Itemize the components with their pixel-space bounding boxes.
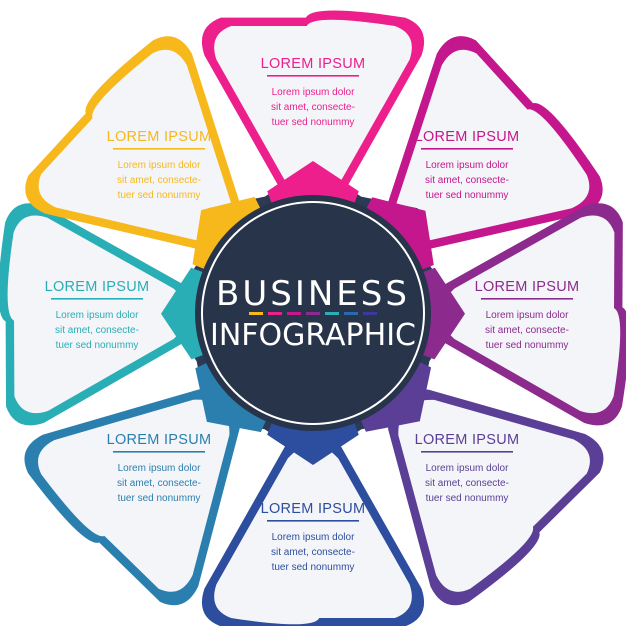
info-title: LOREM IPSUM <box>107 129 212 145</box>
info-block-1: LOREM IPSUM Lorem ipsum dolor sit amet, co… <box>261 56 366 128</box>
center-title-line2: INFOGRAPHIC <box>210 318 416 353</box>
info-title: LOREM IPSUM <box>475 279 580 295</box>
info-body-line: sit amet, consecte- <box>271 547 355 558</box>
petal-2-panel <box>396 49 590 241</box>
title-dash-3 <box>287 312 301 315</box>
title-dash-row <box>249 312 377 315</box>
info-title-underline <box>267 75 359 77</box>
petal-3 <box>427 203 626 426</box>
info-body-line: tuer sed nonummy <box>426 190 509 201</box>
info-body-line: tuer sed nonummy <box>272 562 355 573</box>
petal-5-panel <box>214 444 412 625</box>
info-title-underline <box>113 148 205 150</box>
info-title-underline <box>267 520 359 522</box>
petal-1 <box>201 10 425 213</box>
info-body-line: sit amet, consecte- <box>485 325 569 336</box>
info-block-8: LOREM IPSUM Lorem ipsum dolor sit amet, co… <box>107 129 212 201</box>
info-body-line: Lorem ipsum dolor <box>118 160 201 171</box>
info-title-underline <box>481 298 573 300</box>
info-body-line: Lorem ipsum dolor <box>426 160 509 171</box>
petal-layer <box>0 10 626 626</box>
title-dash-2 <box>268 312 282 315</box>
info-block-5: LOREM IPSUM Lorem ipsum dolor sit amet, co… <box>261 501 366 573</box>
info-body-line: Lorem ipsum dolor <box>426 463 509 474</box>
info-body-line: Lorem ipsum dolor <box>56 310 139 321</box>
label-layer: LOREM IPSUM Lorem ipsum dolor sit amet, co… <box>45 56 580 573</box>
info-body-line: tuer sed nonummy <box>118 190 201 201</box>
petal-4 <box>388 389 604 606</box>
petal-5 <box>201 431 425 626</box>
info-body-line: sit amet, consecte- <box>55 325 139 336</box>
info-body-line: tuer sed nonummy <box>56 340 139 351</box>
petal-7 <box>0 203 201 426</box>
title-dash-6 <box>344 312 358 315</box>
title-dash-7 <box>363 312 377 315</box>
info-body-line: Lorem ipsum dolor <box>118 463 201 474</box>
petal-8 <box>25 36 242 251</box>
petal-4-panel <box>398 399 590 592</box>
info-block-2: LOREM IPSUM Lorem ipsum dolor sit amet, co… <box>415 129 520 201</box>
info-block-7: LOREM IPSUM Lorem ipsum dolor sit amet, co… <box>45 279 150 351</box>
center-badge: BUSINESS INFOGRAPHIC <box>161 161 465 465</box>
info-title: LOREM IPSUM <box>261 56 366 72</box>
info-title-underline <box>51 298 143 300</box>
info-title-underline <box>421 148 513 150</box>
info-body-line: tuer sed nonummy <box>426 493 509 504</box>
info-block-3: LOREM IPSUM Lorem ipsum dolor sit amet, co… <box>475 279 580 351</box>
petal-7-panel <box>7 215 188 414</box>
title-dash-4 <box>306 312 320 315</box>
info-block-4: LOREM IPSUM Lorem ipsum dolor sit amet, co… <box>415 432 520 504</box>
info-body-line: Lorem ipsum dolor <box>272 87 355 98</box>
info-title: LOREM IPSUM <box>415 129 520 145</box>
info-body-line: tuer sed nonummy <box>272 117 355 128</box>
info-body-line: sit amet, consecte- <box>425 478 509 489</box>
info-title: LOREM IPSUM <box>415 432 520 448</box>
info-body-line: sit amet, consecte- <box>117 175 201 186</box>
info-title: LOREM IPSUM <box>261 501 366 517</box>
info-body-line: Lorem ipsum dolor <box>272 532 355 543</box>
petal-6 <box>24 389 240 606</box>
info-body-line: tuer sed nonummy <box>118 493 201 504</box>
info-title: LOREM IPSUM <box>107 432 212 448</box>
info-body-line: sit amet, consecte- <box>425 175 509 186</box>
info-body-line: sit amet, consecte- <box>271 102 355 113</box>
petal-2 <box>385 36 603 251</box>
info-title: LOREM IPSUM <box>45 279 150 295</box>
info-body-line: tuer sed nonummy <box>486 340 569 351</box>
title-dash-5 <box>325 312 339 315</box>
petal-6-panel <box>38 399 230 592</box>
info-title-underline <box>421 451 513 453</box>
center-title-line1: BUSINESS <box>216 274 410 314</box>
info-block-6: LOREM IPSUM Lorem ipsum dolor sit amet, co… <box>107 432 212 504</box>
petal-1-panel <box>214 19 412 200</box>
info-body-line: sit amet, consecte- <box>117 478 201 489</box>
petal-8-panel <box>38 49 232 241</box>
title-dash-1 <box>249 312 263 315</box>
info-body-line: Lorem ipsum dolor <box>486 310 569 321</box>
center-ring <box>201 201 425 425</box>
petal-3-panel <box>440 215 621 414</box>
info-title-underline <box>113 451 205 453</box>
